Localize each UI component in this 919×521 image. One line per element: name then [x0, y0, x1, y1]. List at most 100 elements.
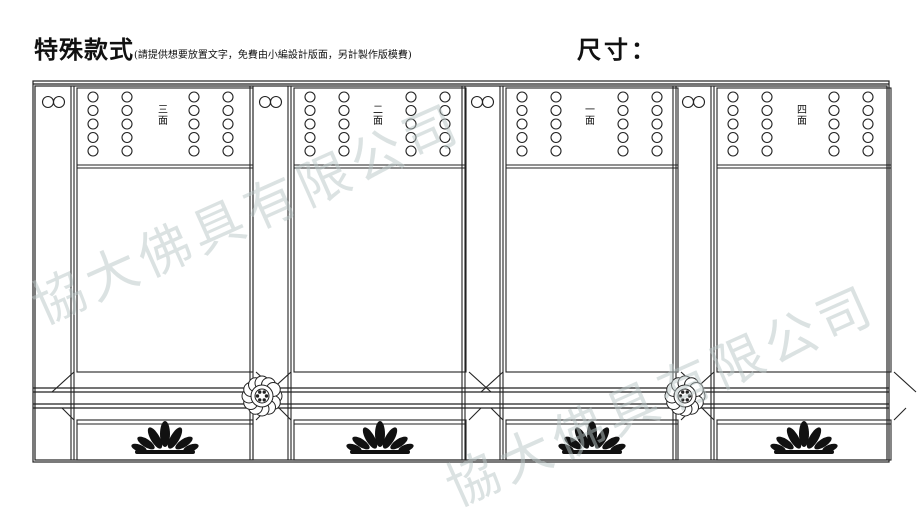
- stile-circle: [258, 95, 272, 109]
- stile-circle: [269, 95, 283, 109]
- panel-circle: [617, 131, 629, 144]
- panel-circle: [87, 145, 99, 157]
- panel-circle: [761, 118, 773, 130]
- panel-frame: [76, 87, 254, 373]
- lotus-icon: [558, 421, 626, 454]
- panel-circle: [550, 104, 562, 117]
- panel-circle: [405, 145, 417, 157]
- medallion-dot: [258, 390, 262, 394]
- outer-frame: [32, 80, 890, 463]
- panel-circle: [222, 145, 234, 157]
- medallion-dot: [687, 394, 692, 398]
- lotus-petal: [602, 436, 620, 450]
- panel-circle: [617, 145, 629, 157]
- lotus-icon: [131, 421, 199, 454]
- panel-circle: [550, 91, 562, 103]
- panel-circle: [828, 91, 840, 103]
- panel-circle: [550, 145, 562, 157]
- medallion-dot: [262, 398, 266, 402]
- lotus-petal: [175, 436, 193, 450]
- lotus-petal: [564, 436, 582, 450]
- lotus-petal: [362, 427, 378, 449]
- stile-circle: [52, 95, 66, 109]
- medallion-icon: [664, 375, 706, 417]
- panel-circle: [87, 118, 99, 130]
- bottom-panel: [293, 419, 467, 461]
- panel-circle: [121, 104, 133, 117]
- panel-circle: [222, 131, 234, 144]
- panel-frame: [716, 87, 892, 373]
- title-main: 特殊款式: [34, 35, 134, 64]
- bevel-line: [468, 407, 482, 421]
- panel-frame: [505, 87, 679, 373]
- bevel-line: [278, 407, 292, 421]
- medallion-dot: [678, 394, 683, 398]
- stile-circle: [470, 95, 484, 109]
- panel-label-char: 面: [158, 116, 168, 127]
- panel-label-char: 三: [158, 105, 168, 116]
- panel-circle: [304, 131, 316, 144]
- lotus-petal: [390, 436, 408, 450]
- panel-circle: [550, 131, 562, 144]
- size-label: 尺寸：: [577, 35, 658, 64]
- panel-circle: [188, 131, 200, 144]
- panel-circle: [338, 118, 350, 130]
- lotus-petal: [786, 427, 802, 449]
- medallion-dot: [685, 390, 689, 394]
- bevel-line: [701, 407, 715, 421]
- stile-circle: [41, 95, 55, 109]
- panel-circle: [121, 145, 133, 157]
- panel-circle: [338, 131, 350, 144]
- panel-circle: [304, 118, 316, 130]
- panel-circle: [617, 118, 629, 130]
- bevel-line: [490, 407, 504, 421]
- lotus-petal: [375, 421, 385, 447]
- bevel-line: [61, 407, 75, 421]
- panel-circle: [405, 104, 417, 117]
- panel-circle: [617, 104, 629, 117]
- lotus-petal: [160, 421, 170, 447]
- panel-circle: [338, 104, 350, 117]
- lotus-petal: [147, 427, 163, 449]
- panel-circle: [516, 145, 528, 157]
- panel-circle: [188, 145, 200, 157]
- panel-circle: [405, 91, 417, 103]
- lotus-petal: [799, 421, 809, 447]
- lotus-icon: [346, 421, 414, 454]
- panel-circle: [862, 131, 874, 144]
- panel-circle: [862, 91, 874, 103]
- panel-circle: [727, 118, 739, 130]
- panel-label-char: 一: [585, 105, 595, 116]
- panel-circle: [439, 118, 451, 130]
- stile-circle: [681, 95, 695, 109]
- panel-circle: [87, 131, 99, 144]
- panel-circle: [727, 104, 739, 117]
- panel-circle: [828, 131, 840, 144]
- medallion-dot: [264, 394, 269, 398]
- lotus-petal: [594, 427, 610, 449]
- medallion-dot: [258, 398, 262, 402]
- lotus-base: [135, 450, 195, 454]
- panel-circle: [405, 131, 417, 144]
- panel-circle: [761, 104, 773, 117]
- panel-circle: [439, 104, 451, 117]
- panel-circle: [222, 118, 234, 130]
- panel-label-char: 面: [373, 116, 383, 127]
- panel-circle: [188, 91, 200, 103]
- panel-circle: [304, 104, 316, 117]
- panel-circle: [516, 104, 528, 117]
- medallion-dot: [262, 390, 266, 394]
- panel-circle: [516, 131, 528, 144]
- lotus-base: [350, 450, 410, 454]
- bottom-panel: [76, 419, 254, 461]
- panel-circle: [338, 145, 350, 157]
- lotus-petal: [382, 427, 398, 449]
- panel-circle: [222, 104, 234, 117]
- medallion-dot: [685, 398, 689, 402]
- stile-circle: [692, 95, 706, 109]
- bottom-panel: [716, 419, 892, 461]
- panel-circle: [338, 91, 350, 103]
- title-note: (請提供想要放置文字，免費由小編設計版面，另計製作版模費): [134, 50, 412, 61]
- lotus-petal: [352, 436, 370, 450]
- panel-circle: [304, 91, 316, 103]
